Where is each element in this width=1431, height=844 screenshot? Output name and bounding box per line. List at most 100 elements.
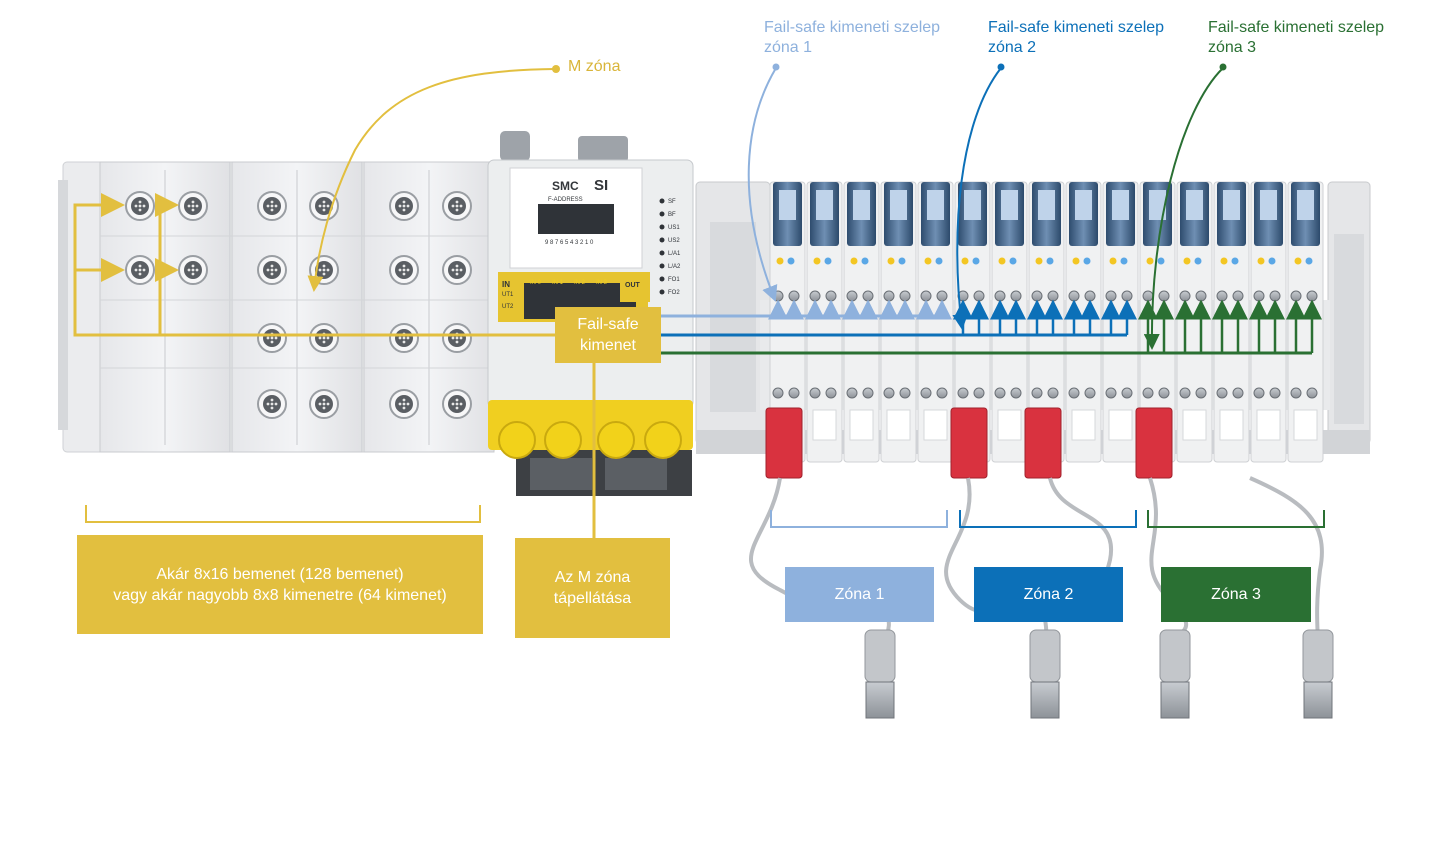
valve-window	[1260, 190, 1277, 220]
indicator-yellow	[998, 257, 1006, 265]
connector-pin	[274, 402, 278, 406]
terminal-screw	[1195, 290, 1207, 302]
connector-pin	[398, 204, 402, 208]
connector-pin	[274, 268, 278, 272]
indicator-yellow	[1183, 257, 1191, 265]
yellow-cap	[644, 421, 682, 459]
connector-pin	[455, 204, 459, 208]
indicator-blue	[1083, 257, 1091, 265]
zone2-callout-line2: zóna 2	[988, 39, 1037, 56]
zone3-box: Zóna 3	[1161, 567, 1311, 622]
connector-pin	[451, 204, 455, 208]
status-led-label: BF	[668, 212, 676, 218]
indicator-blue	[1231, 257, 1239, 265]
connector-pin	[322, 268, 326, 272]
indicator-blue	[972, 257, 980, 265]
valve-lower	[923, 409, 948, 441]
plug-body	[1159, 629, 1191, 683]
terminal-screw	[1179, 387, 1191, 399]
connector-pin	[322, 200, 326, 204]
zone-cables	[748, 476, 1324, 651]
inputs-line2: vagy akár nagyobb 8x8 kimenetre (64 kime…	[113, 586, 447, 604]
connector-pin	[318, 268, 322, 272]
plug-body	[864, 629, 896, 683]
terminal-screw	[1031, 387, 1043, 399]
connector-pin	[455, 340, 459, 344]
valve-window	[779, 190, 796, 220]
connector-pin	[398, 402, 402, 406]
terminal-screw	[1216, 290, 1228, 302]
zone-power-connector	[950, 407, 988, 479]
connector-pin	[402, 340, 406, 344]
terminal-screw	[1105, 387, 1117, 399]
terminal-screw	[825, 290, 837, 302]
in-label: IN	[502, 280, 510, 289]
connector-pin	[326, 268, 330, 272]
connector-pin	[266, 204, 270, 208]
terminal-screw	[1084, 290, 1096, 302]
connector-pin	[402, 208, 406, 212]
status-led-label: FO1	[668, 277, 680, 283]
zone-power-connector	[1135, 407, 1173, 479]
zone3-callout-line2: zóna 3	[1208, 39, 1257, 56]
indicator-yellow	[1220, 257, 1228, 265]
connector-pin	[191, 200, 195, 204]
zone2-box: Zóna 2	[974, 567, 1123, 622]
power-line2: tápellátása	[553, 590, 632, 607]
terminal-screw	[957, 387, 969, 399]
valve-window	[1038, 190, 1055, 220]
terminal-screw	[862, 387, 874, 399]
valve-lower	[1108, 409, 1133, 441]
indicator-yellow	[1294, 257, 1302, 265]
connector-pin	[326, 402, 330, 406]
zone-power-connector	[765, 407, 803, 479]
yellow-cap	[597, 421, 635, 459]
connector-pin	[191, 208, 195, 212]
valve-window	[1149, 190, 1166, 220]
indicator-blue	[1157, 257, 1165, 265]
connector-pin	[142, 268, 146, 272]
connector-pin	[459, 204, 463, 208]
indicator-blue	[787, 257, 795, 265]
connector-pin	[266, 268, 270, 272]
terminal-screw	[936, 290, 948, 302]
connector-pin	[398, 268, 402, 272]
connector-pin	[195, 204, 199, 208]
connector-pin	[270, 398, 274, 402]
zone-lines	[661, 299, 1322, 355]
status-led-label: SF	[668, 199, 676, 205]
terminal-screw	[1158, 387, 1170, 399]
connector-pin	[455, 336, 459, 340]
terminal-screw	[846, 290, 858, 302]
connector-pin	[191, 268, 195, 272]
connector-pin	[455, 406, 459, 410]
terminal-screw	[1253, 290, 1265, 302]
connector-pin	[406, 402, 410, 406]
zone1-callout-line1: Fail-safe kimeneti szelep	[764, 19, 941, 36]
terminal-screw	[936, 387, 948, 399]
plug-thread	[1030, 681, 1060, 719]
zone1-box: Zóna 1	[785, 567, 934, 622]
valve-window	[1001, 190, 1018, 220]
in-group-label: IN 0	[530, 280, 542, 286]
indicator-yellow	[813, 257, 821, 265]
indicator-blue	[1268, 257, 1276, 265]
out-label: OUT	[625, 282, 641, 289]
terminal-screw	[1179, 290, 1191, 302]
connector-pin	[451, 268, 455, 272]
terminal-screw	[772, 387, 784, 399]
power-line1: Az M zóna	[554, 569, 631, 586]
valve-lower	[1182, 409, 1207, 441]
connector-pin	[187, 268, 191, 272]
zone-power-connector	[1024, 407, 1062, 479]
failsafe-line1: Fail-safe	[577, 316, 639, 333]
terminal-screw	[883, 290, 895, 302]
connector-pin	[134, 204, 138, 208]
terminal-screw	[883, 387, 895, 399]
connector-pin	[274, 336, 278, 340]
connector-pin	[451, 402, 455, 406]
connector-pin	[270, 402, 274, 406]
terminal-screw	[920, 387, 932, 399]
connector-pin	[142, 204, 146, 208]
